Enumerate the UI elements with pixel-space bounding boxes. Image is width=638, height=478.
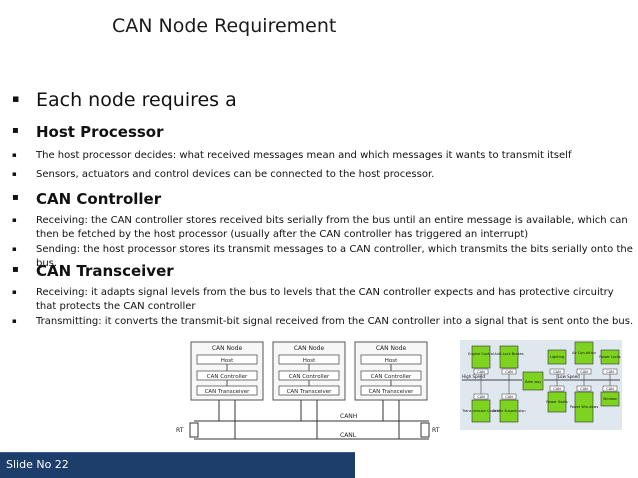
- terminator-left: [189, 422, 199, 438]
- bullet-square: ▪: [12, 170, 17, 178]
- can-node-1: CAN Node Host CAN Controller CAN Transce…: [190, 341, 264, 439]
- node-controller-label: CAN Controller: [371, 374, 412, 380]
- can-label: CAN: [553, 387, 561, 391]
- node-transceiver-label: CAN Transceiver: [205, 389, 251, 395]
- can-label: CAN: [505, 395, 513, 399]
- window-label: Window: [603, 397, 617, 401]
- can-label: CAN: [505, 370, 513, 374]
- window-node: CAN Window: [600, 380, 620, 407]
- canh-label: CANH: [340, 413, 357, 420]
- lighting-node: Lighting CAN: [547, 349, 567, 380]
- node-controller-label: CAN Controller: [207, 374, 248, 380]
- bullet-square: ▪: [12, 216, 17, 224]
- terminator-right-label: RT: [432, 427, 440, 434]
- host-point-text: Sensors, actuators and control devices c…: [36, 169, 435, 180]
- can-label: CAN: [580, 370, 588, 374]
- node-title: CAN Node: [212, 345, 243, 352]
- controller-heading: CAN Controller: [36, 190, 162, 208]
- node-transceiver-label: CAN Transceiver: [369, 389, 415, 395]
- node-transceiver-label: CAN Transceiver: [287, 389, 333, 395]
- node-title: CAN Node: [376, 345, 407, 352]
- bullet-square: ▪: [12, 125, 19, 136]
- gateway-label: Gate way: [525, 380, 542, 384]
- active-suspension-node: CAN Active Suspen-sion: [492, 380, 526, 423]
- node-title: CAN Node: [294, 345, 325, 352]
- can-label: CAN: [553, 370, 561, 374]
- node-host-label: Host: [303, 358, 316, 364]
- can-node-2: CAN Node Host CAN Controller CAN Transce…: [272, 341, 346, 439]
- aircon-label: Air Con-dition: [572, 351, 596, 355]
- can-label: CAN: [477, 370, 485, 374]
- terminator-right: [420, 422, 430, 438]
- host-point-text: The host processor decides: what receive…: [36, 150, 572, 161]
- slide-number: Slide No 22: [6, 458, 69, 471]
- power-seats-label: Power Seats: [546, 400, 568, 404]
- low-speed-label: Low Speed: [558, 374, 580, 379]
- host-heading: Host Processor: [36, 123, 164, 141]
- can-label: CAN: [580, 387, 588, 391]
- bullet-square: ▪: [12, 288, 17, 296]
- bullet-square: ▪: [12, 151, 17, 159]
- transmission-label: Trans-mission Control: [461, 409, 500, 413]
- high-speed-label: High Speed: [462, 374, 485, 379]
- slide-footer: Slide No 22: [0, 452, 355, 478]
- canl-label: CANL: [340, 432, 357, 439]
- can-bus-diagram: CANH CANL RT RT CAN Node Host CAN Contro…: [176, 341, 440, 440]
- terminator-left-label: RT: [176, 427, 184, 434]
- transceiver-point-text: Transmitting: it converts the transmit-b…: [36, 316, 634, 327]
- controller-point-text: Receiving: the CAN controller stores rec…: [36, 215, 628, 240]
- power-locks-label: Power Locks: [599, 355, 621, 359]
- lighting-label: Lighting: [550, 355, 564, 359]
- power-locks-node: Power Locks CAN: [599, 349, 621, 380]
- suspension-label: Active Suspen-sion: [492, 409, 525, 413]
- anti-lock-brakes-node: Anti-Lock Brakes CAN: [494, 345, 524, 380]
- bullet-square: ▪: [12, 192, 19, 203]
- transceiver-heading: CAN Transceiver: [36, 262, 174, 280]
- node-host-label: Host: [385, 358, 398, 364]
- can-label: CAN: [606, 387, 614, 391]
- page-title: CAN Node Requirement: [112, 15, 337, 37]
- power-windows-label: Power Win-dows: [570, 405, 599, 409]
- node-controller-label: CAN Controller: [289, 374, 330, 380]
- can-label: CAN: [606, 370, 614, 374]
- bullet-square: ▪: [12, 264, 19, 275]
- antilock-label: Anti-Lock Brakes: [494, 352, 523, 356]
- bullet-square: ▪: [12, 92, 20, 105]
- node-host-label: Host: [221, 358, 234, 364]
- bullet-square: ▪: [12, 245, 17, 253]
- engine-label: Engine Control: [468, 352, 494, 356]
- power-seats-node: CAN Power Seats: [546, 380, 568, 413]
- can-label: CAN: [477, 395, 485, 399]
- air-condition-node: Air Con-dition CAN: [572, 341, 596, 380]
- transmission-control-node: CAN Trans-mission Control: [461, 380, 500, 423]
- transceiver-point-text: Receiving: it adapts signal levels from …: [36, 287, 614, 312]
- gateway-node: Gate way: [522, 371, 544, 391]
- power-windows-node: CAN Power Win-dows: [570, 380, 599, 423]
- bullet-square: ▪: [12, 317, 17, 325]
- can-node-3: CAN Node Host CAN Controller CAN Transce…: [354, 341, 428, 439]
- engine-control-node: Engine Control CAN: [468, 345, 494, 380]
- intro-text: Each node requires a: [36, 89, 237, 111]
- vehicle-can-network-diagram: High Speed Low Speed Engine Control CAN …: [460, 340, 622, 430]
- controller-point-text: Sending: the host processor stores its t…: [36, 244, 633, 269]
